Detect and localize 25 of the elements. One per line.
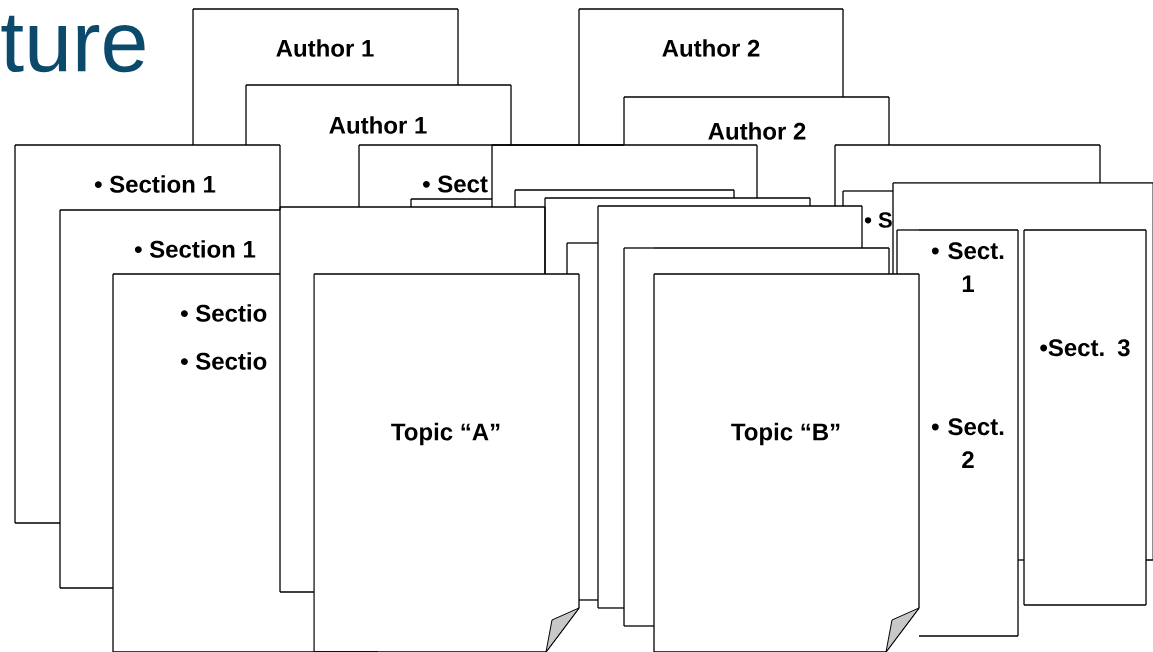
blank-page	[623, 247, 655, 627]
page: • Sect	[358, 144, 493, 200]
page: Author 1	[192, 8, 459, 86]
page: • Sect. 1 • Sect. 2	[918, 229, 1019, 637]
page: Author 2	[623, 96, 890, 146]
blank-page	[597, 205, 863, 249]
blank-page	[892, 182, 1153, 231]
page: Author 2	[578, 8, 844, 98]
page: • Section 1	[59, 209, 281, 275]
page: • Section 1	[14, 144, 281, 211]
page: Author 1	[245, 84, 512, 146]
blank-page	[491, 144, 758, 191]
blank-page	[514, 189, 735, 199]
page: • S	[861, 190, 894, 228]
blank-page	[279, 206, 546, 275]
page: • Sectio • Sectio	[112, 273, 281, 652]
node-label: Topic “B”	[731, 422, 840, 446]
node-label: Topic “A”	[391, 422, 500, 446]
page: Topic “A”	[313, 273, 580, 652]
blank-page	[834, 144, 1101, 184]
title: ture	[1, 15, 145, 73]
page: Topic “B”	[653, 273, 920, 652]
page: •Sect. 3	[1023, 229, 1147, 606]
blank-page	[410, 198, 493, 208]
blank-page	[578, 242, 599, 601]
